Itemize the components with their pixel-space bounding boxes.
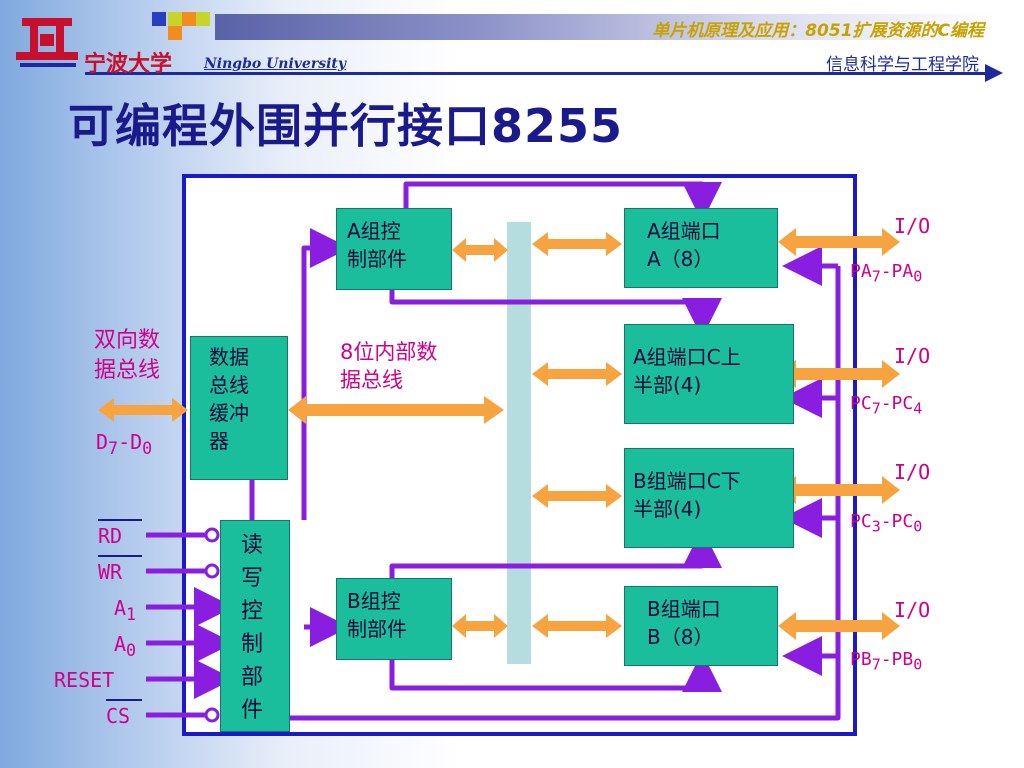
rw-control-box: 读 写 控 制 部 件: [220, 520, 290, 732]
pin-rd: RD: [98, 524, 123, 548]
port-b-line2: B（8）: [647, 625, 714, 649]
pin-a1: A1: [114, 596, 136, 627]
internal-bus-label-line1: 8位内部数: [340, 340, 438, 364]
port-a-line1: A组端口: [647, 219, 721, 243]
pc-lo-sub1: 3: [871, 517, 881, 536]
control-lines: [146, 181, 841, 721]
pc-lo-sub2: 0: [913, 517, 923, 536]
pc-hi-label: PC7-PC4: [850, 392, 922, 421]
internal-bus-label-line2: 据总线: [340, 368, 403, 392]
data-bus-buffer-box: 数据 总线 缓冲 器: [190, 336, 288, 480]
rw-line5: 部: [241, 665, 264, 690]
d-bus-sub2: 0: [142, 439, 153, 458]
port-c-lower-line1: B组端口C下: [633, 469, 741, 493]
internal-bus-label: 8位内部数 据总线: [340, 338, 437, 394]
header-rule: [85, 72, 995, 75]
rw-line1: 读: [241, 533, 264, 558]
port-c-lower-line2: 半部(4): [633, 497, 702, 521]
pc-lo-base: PC: [850, 511, 872, 532]
pc-hi-sub1: 7: [871, 399, 881, 418]
internal-bus-bar: [507, 222, 531, 664]
pin-a1-sub: 1: [126, 605, 137, 624]
buffer-line3: 缓冲: [209, 401, 249, 425]
pin-reset: RESET: [54, 668, 115, 692]
pa-base: PA: [850, 261, 872, 282]
d-bus-base: D: [96, 430, 109, 454]
port-b-box: B组端口 B（8）: [624, 586, 778, 666]
pc-hi-mid: -PC: [880, 393, 914, 414]
pa-label: PA7-PA0: [850, 260, 922, 289]
buffer-line2: 总线: [209, 373, 249, 397]
a-group-control-line1: A组控: [347, 219, 401, 243]
pb-base: PB: [850, 649, 872, 670]
bidir-bus-label-line1: 双向数: [94, 328, 161, 353]
io-label-pc-lo: I/O: [894, 460, 931, 484]
d-bus-mid: -D: [118, 430, 143, 454]
school-name: 信息科学与工程学院: [826, 55, 979, 75]
pa-mid: -PA: [880, 261, 914, 282]
d-bus-label: D7-D0: [96, 430, 152, 461]
pin-a0: A0: [114, 632, 136, 663]
pa-sub2: 0: [913, 267, 923, 286]
university-name: 宁波大学: [84, 52, 173, 77]
pa-sub1: 7: [871, 267, 881, 286]
rw-line2: 写: [241, 566, 264, 591]
a-group-control-line2: 制部件: [347, 247, 407, 271]
university-logo-icon: [16, 18, 78, 67]
buffer-line1: 数据: [209, 345, 249, 369]
pin-cs: CS: [106, 704, 131, 728]
pin-overlines: [98, 519, 142, 701]
pb-label: PB7-PB0: [850, 648, 922, 677]
d-bus-sub1: 7: [108, 439, 119, 458]
io-label-pc-hi: I/O: [894, 344, 931, 368]
header-banner: [215, 14, 995, 40]
buffer-line4: 器: [209, 429, 229, 453]
b-group-control-box: B组控 制部件: [336, 578, 452, 660]
a-group-control-box: A组控 制部件: [336, 208, 452, 290]
pb-mid: -PB: [880, 649, 914, 670]
pb-sub1: 7: [871, 655, 881, 674]
port-a-box: A组端口 A（8）: [624, 208, 778, 288]
page-title: 可编程外围并行接口8255: [68, 99, 624, 153]
io-label-pb: I/O: [894, 598, 931, 622]
rw-line6: 件: [241, 698, 264, 723]
b-group-control-line1: B组控: [347, 589, 401, 613]
pin-a0-sub: 0: [126, 641, 137, 660]
pc-lo-label: PC3-PC0: [850, 510, 922, 539]
pin-a1-base: A: [114, 596, 127, 620]
bidir-bus-label: 双向数 据总线: [94, 326, 160, 386]
pin-wr: WR: [98, 560, 123, 584]
pin-a0-base: A: [114, 632, 127, 656]
university-name-en: Ningbo University: [204, 56, 347, 72]
port-c-upper-box: A组端口C上 半部(4): [624, 324, 794, 424]
pc-hi-sub2: 4: [913, 399, 923, 418]
port-c-lower-box: B组端口C下 半部(4): [624, 448, 794, 548]
pc-hi-base: PC: [850, 393, 872, 414]
negated-input-circles: [204, 527, 220, 723]
header-decor: [16, 12, 1003, 82]
data-arrows: [98, 228, 900, 640]
io-label-pa: I/O: [894, 214, 931, 238]
port-c-upper-line1: A组端口C上: [633, 345, 741, 369]
rw-line4: 制: [241, 632, 264, 657]
course-title: 单片机原理及应用：8051扩展资源的C编程: [652, 21, 984, 41]
rw-line3: 控: [241, 599, 264, 624]
pb-sub2: 0: [913, 655, 923, 674]
bidir-bus-label-line2: 据总线: [94, 358, 161, 383]
b-group-control-line2: 制部件: [347, 617, 407, 641]
port-b-line1: B组端口: [647, 597, 721, 621]
pc-lo-mid: -PC: [880, 511, 914, 532]
port-a-line2: A（8）: [647, 247, 714, 271]
port-c-upper-line2: 半部(4): [633, 373, 702, 397]
